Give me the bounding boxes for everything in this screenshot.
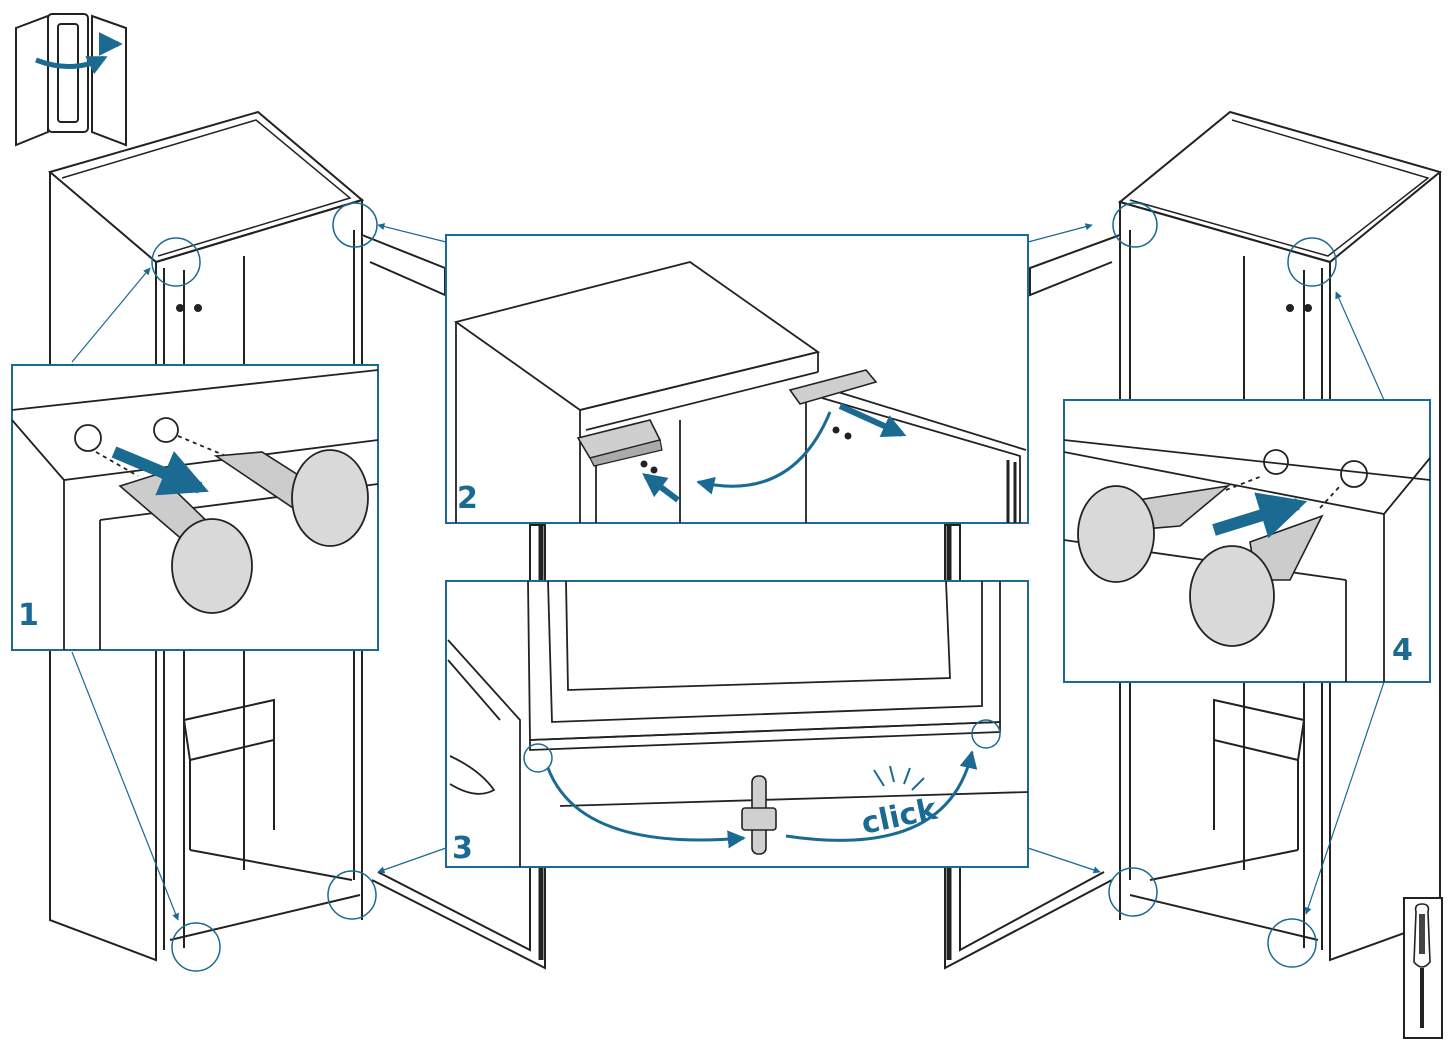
hinge-pin-left [523,743,553,773]
callout-circle-top-right [1287,237,1337,287]
plug-4b [1189,545,1275,647]
plug-4a [1077,485,1155,583]
plug-1a [171,518,253,614]
hinge-pin-right [971,719,1001,749]
callout-circle-bottom-hinge-right [1108,867,1158,917]
left-cabinet [47,110,546,970]
step-4-panel: 4 [1063,399,1431,683]
step-2-number: 2 [457,481,478,516]
step-1-number: 1 [18,598,39,633]
callout-circle-bottom-left [171,922,221,972]
callout-circle-bottom-hinge-left [327,870,377,920]
plug-1b [291,449,369,547]
step-4-number: 4 [1392,633,1413,668]
callout-circle-top-hinge-right [1112,202,1158,248]
door-reversal-icon [15,13,127,147]
step-2-panel: 2 [445,234,1029,524]
callout-circles [151,202,1337,972]
callout-circle-bottom-right [1267,918,1317,968]
callout-circle-top-hinge-left [332,202,378,248]
callout-circle-top-left [151,237,201,287]
step-3-number: 3 [452,831,473,866]
screwdriver-icon [1403,897,1443,1039]
leader-lines [71,223,1385,921]
click-burst-icon [873,765,925,791]
hinge-pin [741,775,777,855]
step-3-panel: click 3 [445,580,1029,868]
step-1-panel: 1 [11,364,379,651]
